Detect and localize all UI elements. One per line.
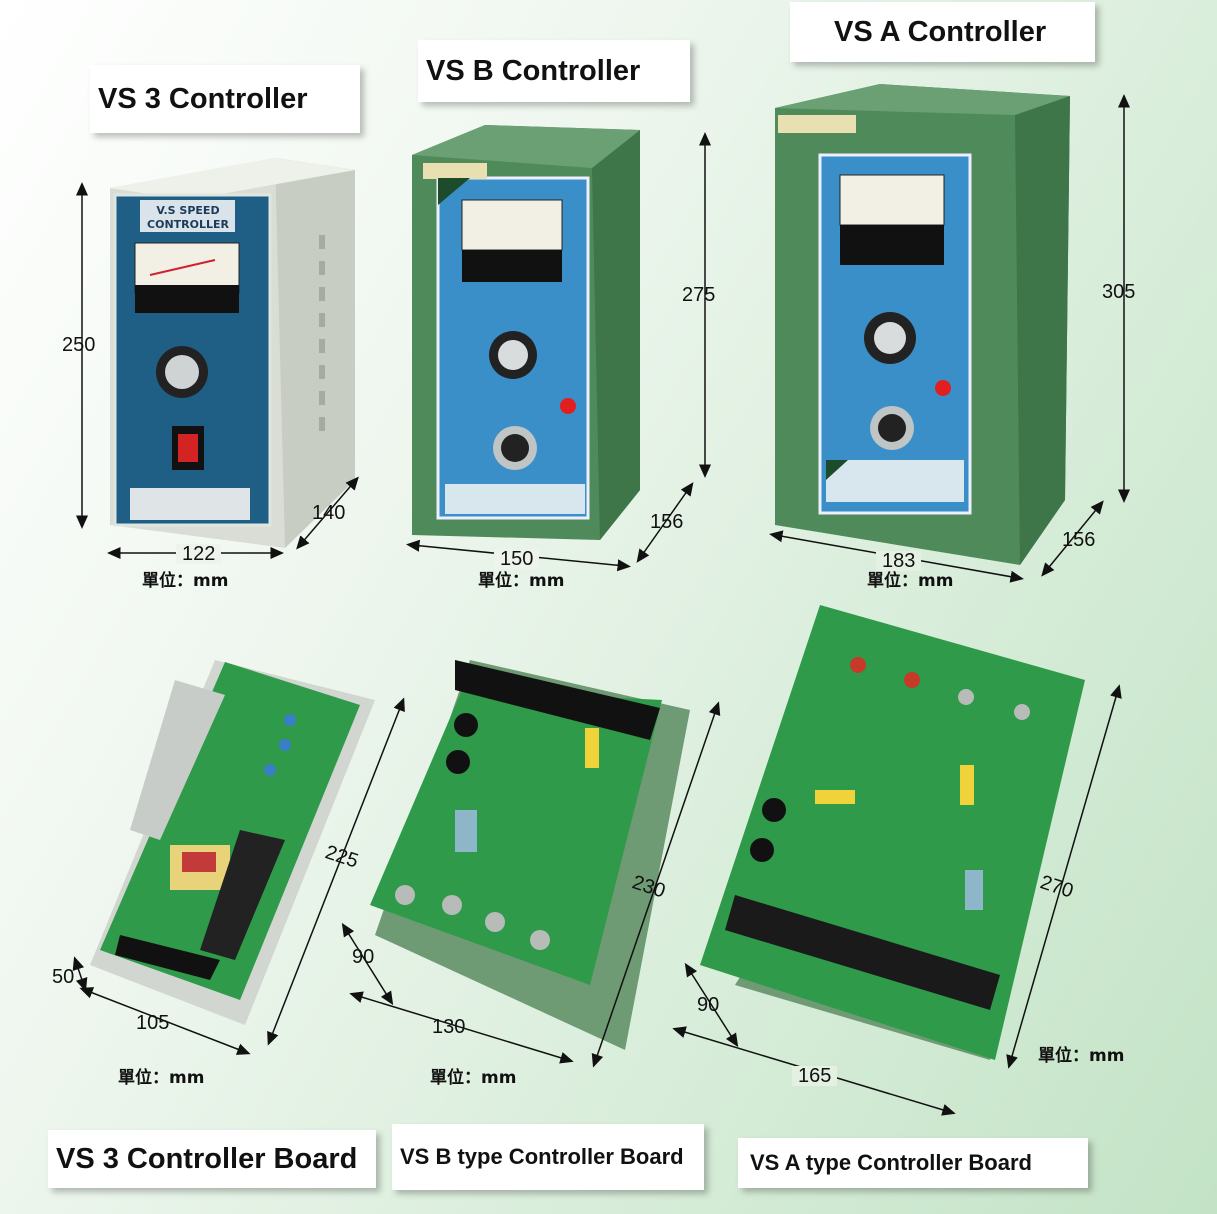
vsbb-width-dim: 130: [432, 1016, 466, 1038]
vsa-board-title: VS A type Controller Board: [738, 1138, 1088, 1188]
vs3b-height-dim: 50: [52, 966, 75, 988]
vsab-height-dim: 90: [697, 994, 720, 1016]
vs3b-width-dim: 105: [136, 1012, 170, 1034]
vsa-controller: [775, 84, 1070, 565]
vs3-panel-title: V.S SPEED: [156, 204, 219, 217]
vs3-width-dim: 122: [176, 544, 222, 564]
vs3b-unit-label: 單位：mm: [118, 1068, 205, 1088]
vsa-unit-label: 單位：mm: [867, 571, 954, 591]
vsa-depth-dim: 156: [1062, 529, 1096, 551]
vsb-controller: [412, 125, 640, 540]
vsab-width-dim: 165: [792, 1066, 838, 1086]
vsa-controller-title: VS A Controller: [790, 2, 1095, 62]
vsb-width-dim: 150: [494, 549, 540, 569]
vsbb-height-dim: 90: [352, 946, 375, 968]
vsb-controller-title: VS B Controller: [418, 40, 690, 102]
vsbb-unit-label: 單位：mm: [430, 1068, 517, 1088]
vs3-depth-dim: 140: [312, 502, 346, 524]
vsa-board: [700, 605, 1085, 1060]
vsb-height-dim: 275: [682, 284, 716, 306]
vsb-board: [370, 660, 690, 1050]
vs3-controller-title: VS 3 Controller: [90, 65, 360, 133]
svg-text:CONTROLLER: CONTROLLER: [147, 218, 229, 231]
vs3-controller: V.S SPEED CONTROLLER: [110, 158, 355, 548]
vs3-height-dim: 250: [62, 334, 96, 356]
vsa-height-dim: 305: [1102, 281, 1136, 303]
vsab-unit-label: 單位：mm: [1038, 1046, 1125, 1066]
vs3-unit-label: 單位：mm: [142, 571, 229, 591]
vs3-board-title: VS 3 Controller Board: [48, 1130, 376, 1188]
vsb-board-title: VS B type Controller Board: [392, 1124, 704, 1190]
vsb-unit-label: 單位：mm: [478, 571, 565, 591]
vsa-width-dim: 183: [876, 551, 922, 571]
vsb-depth-dim: 156: [650, 511, 684, 533]
